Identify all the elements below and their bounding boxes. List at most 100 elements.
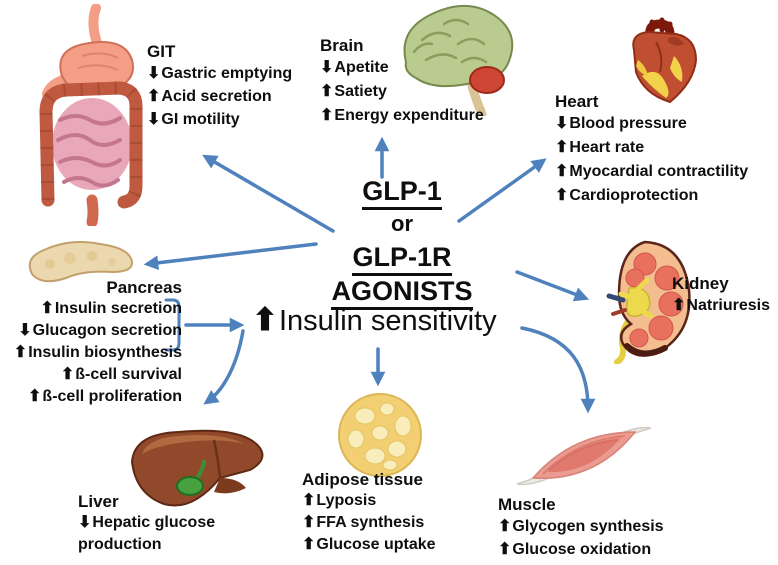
effect-line: ⬆Natriuresis <box>672 294 770 317</box>
effect-line: ⬇Gastric emptying <box>147 62 292 85</box>
up-arrow-glyph: ⬆ <box>320 83 334 100</box>
effect-line: ⬇Apetite <box>320 56 484 80</box>
effect-line: ⬆Insulin secretion <box>0 298 182 320</box>
effect-line: ⬆Glycogen synthesis <box>498 515 664 538</box>
effect-line: ⬆Glucose uptake <box>302 534 436 556</box>
up-arrow-glyph: ⬆ <box>302 492 316 509</box>
arrow-to-heart <box>457 158 547 223</box>
effect-text: Hepatic glucose production <box>78 514 216 553</box>
effect-text: GI motility <box>161 111 240 128</box>
muscle-icon <box>516 426 652 486</box>
section-label: Heart <box>555 92 599 111</box>
effect-text: Blood pressure <box>569 115 687 132</box>
up-arrow-glyph: ⬆ <box>302 536 316 553</box>
effect-text: Natriuresis <box>686 297 770 314</box>
arrow-to-muscle <box>520 326 596 414</box>
section-kidney: Kidney ⬆Natriuresis <box>672 274 770 317</box>
effect-line: ⬇Blood pressure <box>555 112 748 136</box>
effect-line: ⬆Energy expenditure <box>320 104 484 128</box>
effect-line: ⬇Glucagon secretion <box>0 320 182 342</box>
title-glp1r-agonists: GLP-1R AGONISTS <box>282 240 522 310</box>
section-muscle: Muscle ⬆Glycogen synthesis ⬆Glucose oxid… <box>498 495 664 561</box>
up-arrow-glyph: ⬆ <box>40 300 54 317</box>
effect-line: ⬆Satiety <box>320 80 484 104</box>
effect-text: Heart rate <box>569 139 645 156</box>
pancreas-bracket <box>164 298 181 352</box>
adipose-tissue-icon <box>338 393 422 477</box>
effect-line: ⬆Heart rate <box>555 136 748 160</box>
down-arrow-glyph: ⬇ <box>18 322 32 339</box>
section-adipose-tissue: Adipose tissue ⬆Lyposis ⬆FFA synthesis ⬆… <box>302 470 436 556</box>
kidney-icon <box>606 240 691 364</box>
effect-line: ⬆Lyposis <box>302 490 436 512</box>
up-arrow-glyph: ⬆ <box>555 163 569 180</box>
up-arrow-glyph: ⬆ <box>13 344 28 361</box>
down-arrow-glyph: ⬇ <box>147 111 161 128</box>
title-glp1: GLP-1 <box>282 174 522 210</box>
up-arrow-glyph: ⬆ <box>302 514 316 531</box>
diagram-title: GLP-1 or GLP-1R AGONISTS <box>282 174 522 310</box>
section-label: Brain <box>320 36 364 55</box>
pancreas-icon <box>28 241 134 283</box>
down-arrow-glyph: ⬇ <box>320 59 334 76</box>
up-arrow-glyph: ⬆ <box>320 107 334 124</box>
up-arrow-glyph: ⬆ <box>60 366 75 383</box>
section-liver: Liver ⬇Hepatic glucose production <box>78 492 246 556</box>
section-label: Kidney <box>672 274 729 293</box>
effect-text: ß-cell survival <box>75 366 182 383</box>
up-arrow-glyph: ⬆ <box>555 139 569 156</box>
heart-icon <box>632 17 698 104</box>
effect-text: Gastric emptying <box>161 65 293 82</box>
effect-text: Cardioprotection <box>569 187 699 204</box>
effect-text: Insulin biosynthesis <box>28 344 182 361</box>
up-arrow-glyph: ⬆ <box>672 297 686 314</box>
insulin-sensitivity-effect: ⬆Insulin sensitivity <box>252 302 497 338</box>
down-arrow-glyph: ⬇ <box>555 115 569 132</box>
arrow-to-kidney <box>515 270 590 302</box>
arrow-to-pancreas <box>143 242 318 271</box>
section-pancreas: Pancreas ⬆Insulin secretion ⬇Glucagon se… <box>0 278 182 408</box>
effect-text: Acid secretion <box>161 88 272 105</box>
effect-text: Apetite <box>334 59 389 76</box>
effect-text: Lyposis <box>316 492 377 509</box>
effect-line: ⬆ß-cell survival <box>0 364 182 386</box>
section-label: Muscle <box>498 495 556 514</box>
arrow-to-git <box>202 154 335 233</box>
effect-text: FFA synthesis <box>316 514 425 531</box>
title-or: or <box>391 211 413 236</box>
section-heart: Heart ⬇Blood pressure ⬆Heart rate ⬆Myoca… <box>555 92 748 208</box>
effect-line: ⬆Myocardial contractility <box>555 160 748 184</box>
effect-text: Insulin sensitivity <box>278 305 497 337</box>
effect-text: Insulin secretion <box>54 300 182 317</box>
effect-line: ⬆Cardioprotection <box>555 184 748 208</box>
effect-line: ⬇Hepatic glucose production <box>78 512 246 556</box>
effect-line: ⬆Insulin biosynthesis <box>0 342 182 364</box>
effect-text: Energy expenditure <box>334 107 484 124</box>
effect-line: ⬆Glucose oxidation <box>498 538 664 561</box>
up-arrow-glyph: ⬆ <box>147 88 161 105</box>
up-arrow-glyph: ⬆ <box>252 302 278 337</box>
section-label: Adipose tissue <box>302 470 423 489</box>
effect-text: ß-cell proliferation <box>42 388 182 405</box>
effect-text: Glucagon secretion <box>32 322 182 339</box>
down-arrow-glyph: ⬇ <box>78 514 92 531</box>
effect-line: ⬇GI motility <box>147 108 292 131</box>
git-icon <box>39 4 143 226</box>
section-brain: Brain ⬇Apetite ⬆Satiety ⬆Energy expendit… <box>320 36 484 128</box>
effect-line: ⬆FFA synthesis <box>302 512 436 534</box>
effect-line: ⬆Acid secretion <box>147 85 292 108</box>
up-arrow-glyph: ⬆ <box>555 187 569 204</box>
effect-text: Glucose uptake <box>316 536 436 553</box>
section-label: Liver <box>78 492 119 511</box>
effect-text: Myocardial contractility <box>569 163 749 180</box>
section-git: GIT ⬇Gastric emptying ⬆Acid secretion ⬇G… <box>147 42 292 131</box>
arrow-to-liver <box>203 329 245 405</box>
section-label: GIT <box>147 42 176 61</box>
effect-line: ⬆ß-cell proliferation <box>0 386 182 408</box>
up-arrow-glyph: ⬆ <box>498 541 512 558</box>
up-arrow-glyph: ⬆ <box>28 388 42 405</box>
brain-icon <box>403 4 514 116</box>
up-arrow-glyph: ⬆ <box>498 518 512 535</box>
